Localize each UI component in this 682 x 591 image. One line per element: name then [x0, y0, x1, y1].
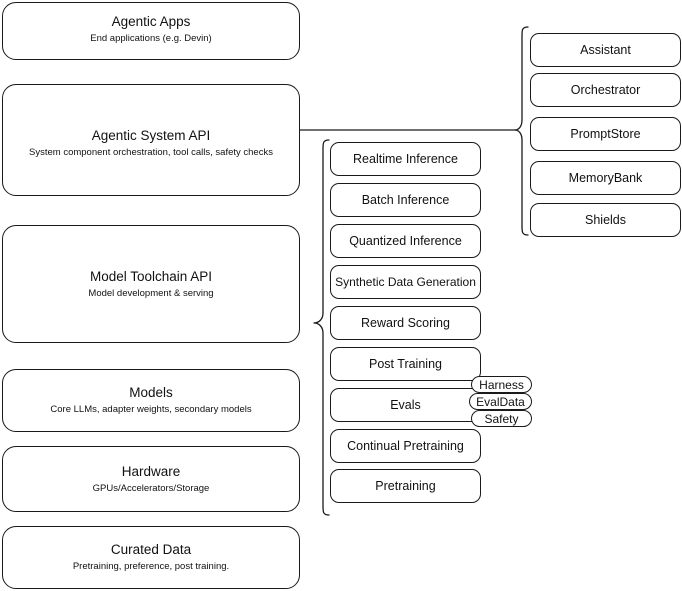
layer-box-hardware[interactable]: Hardware GPUs/Accelerators/Storage	[2, 446, 300, 512]
toolchain-item-label: Evals	[390, 398, 421, 412]
toolchain-item-quantized-inference[interactable]: Quantized Inference	[330, 224, 481, 258]
layer-subtitle: Model development & serving	[88, 288, 214, 299]
component-label: Assistant	[580, 43, 631, 57]
brace-model-toolchain-items	[313, 139, 331, 517]
brace-agentic-system-components	[514, 26, 530, 236]
toolchain-item-pretraining[interactable]: Pretraining	[330, 469, 481, 503]
layer-title: Agentic System API	[91, 128, 211, 143]
layer-title: Hardware	[121, 464, 181, 479]
toolchain-item-realtime-inference[interactable]: Realtime Inference	[330, 142, 481, 176]
component-label: PromptStore	[570, 127, 641, 141]
layer-subtitle: GPUs/Accelerators/Storage	[92, 483, 210, 494]
component-memorybank[interactable]: MemoryBank	[530, 161, 681, 195]
layer-box-agentic-system-api[interactable]: Agentic System API System component orch…	[2, 84, 300, 196]
toolchain-item-evals[interactable]: Evals	[330, 388, 481, 422]
component-label: MemoryBank	[568, 171, 643, 185]
layer-box-models[interactable]: Models Core LLMs, adapter weights, secon…	[2, 369, 300, 432]
component-shields[interactable]: Shields	[530, 203, 681, 237]
layer-box-curated-data[interactable]: Curated Data Pretraining, preference, po…	[2, 526, 300, 589]
evals-tag-harness[interactable]: Harness	[471, 376, 532, 393]
toolchain-item-label: Pretraining	[375, 479, 436, 493]
toolchain-item-reward-scoring[interactable]: Reward Scoring	[330, 306, 481, 340]
toolchain-item-continual-pretraining[interactable]: Continual Pretraining	[330, 429, 481, 463]
component-assistant[interactable]: Assistant	[530, 33, 681, 67]
evals-tag-safety[interactable]: Safety	[471, 410, 532, 427]
toolchain-item-label: Reward Scoring	[361, 316, 450, 330]
layer-box-model-toolchain-api[interactable]: Model Toolchain API Model development & …	[2, 225, 300, 343]
evals-tag-label: EvalData	[476, 394, 525, 409]
toolchain-item-label: Post Training	[369, 357, 442, 371]
connector-agentic-system-to-components	[299, 120, 522, 140]
layer-box-agentic-apps[interactable]: Agentic Apps End applications (e.g. Devi…	[2, 2, 300, 60]
toolchain-item-batch-inference[interactable]: Batch Inference	[330, 183, 481, 217]
toolchain-item-label: Batch Inference	[361, 193, 450, 207]
toolchain-item-label: Synthetic Data Generation	[335, 275, 476, 289]
component-label: Shields	[585, 213, 626, 227]
evals-tag-label: Safety	[484, 411, 519, 426]
layer-subtitle: Core LLMs, adapter weights, secondary mo…	[50, 404, 252, 415]
toolchain-item-label: Quantized Inference	[349, 234, 462, 248]
component-promptstore[interactable]: PromptStore	[530, 117, 681, 151]
component-label: Orchestrator	[570, 83, 641, 97]
evals-tag-label: Harness	[479, 377, 524, 392]
toolchain-item-label: Realtime Inference	[353, 152, 458, 166]
toolchain-item-post-training[interactable]: Post Training	[330, 347, 481, 381]
layer-title: Agentic Apps	[111, 14, 191, 29]
layer-title: Curated Data	[110, 542, 192, 557]
layer-subtitle: End applications (e.g. Devin)	[90, 33, 212, 44]
evals-tag-evaldata[interactable]: EvalData	[469, 393, 532, 410]
layer-title: Models	[129, 385, 173, 400]
layer-title: Model Toolchain API	[89, 269, 213, 284]
layer-subtitle: System component orchestration, tool cal…	[29, 147, 273, 158]
layer-subtitle: Pretraining, preference, post training.	[72, 561, 230, 572]
toolchain-item-synthetic-data-generation[interactable]: Synthetic Data Generation	[330, 265, 481, 299]
toolchain-item-label: Continual Pretraining	[347, 439, 464, 453]
component-orchestrator[interactable]: Orchestrator	[530, 73, 681, 107]
